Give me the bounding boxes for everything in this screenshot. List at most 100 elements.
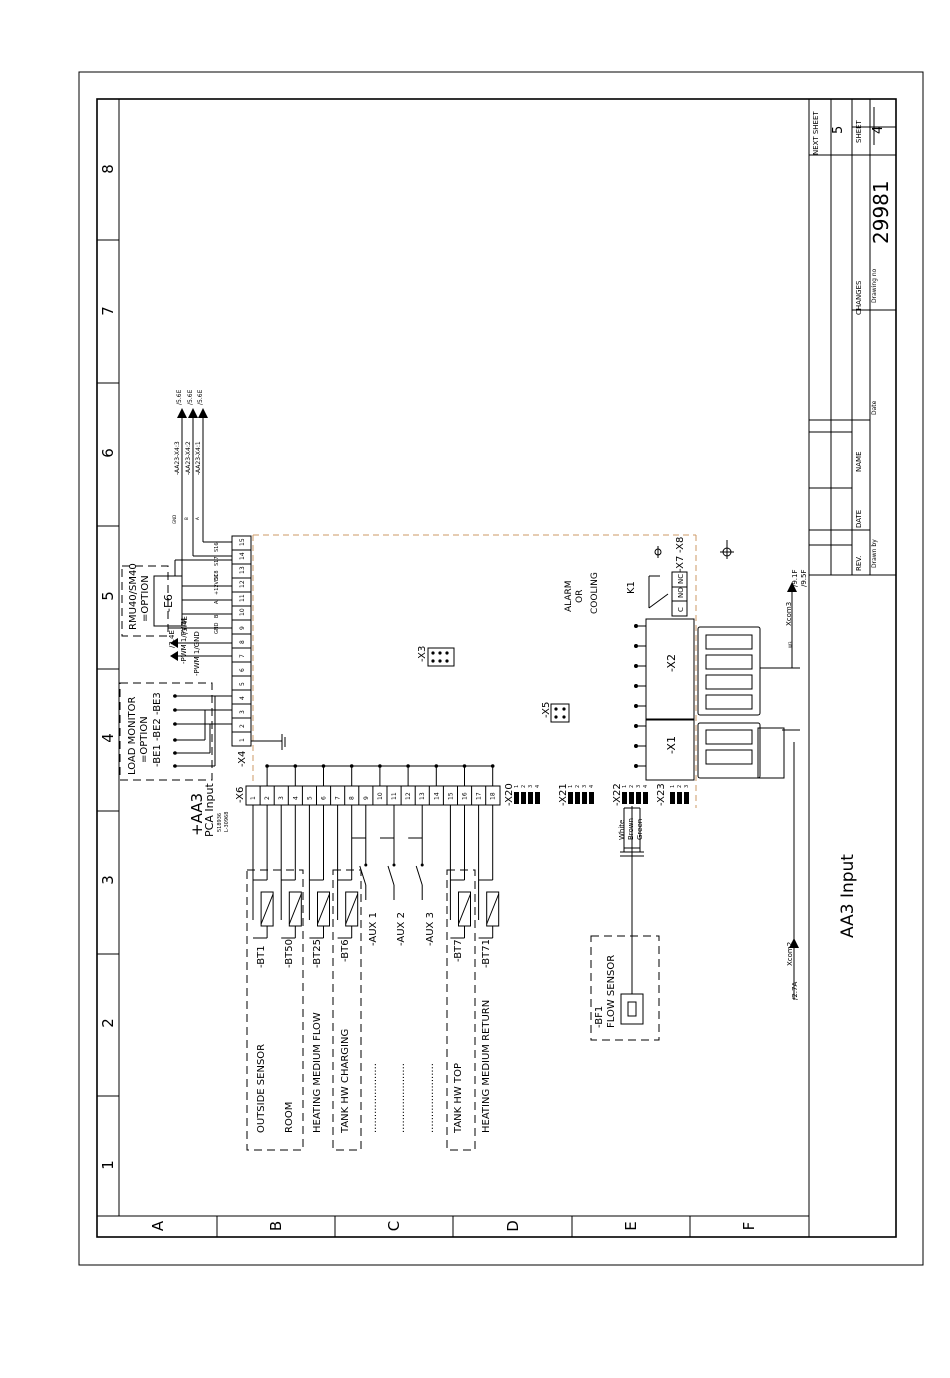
x6-pin-label: 11 <box>391 792 398 800</box>
x6-pin-label: 8 <box>349 796 356 800</box>
col-label: 1 <box>99 1160 117 1170</box>
connector-pin <box>677 792 682 804</box>
ref-2-7a: /2.7A <box>791 982 799 1000</box>
xcom2-label: Xcom2 <box>786 942 794 966</box>
x5-label: -X5 <box>541 702 552 718</box>
load-monitor <box>119 682 232 781</box>
x23-label: -X23 <box>656 783 667 806</box>
x4-pin-label: 14 <box>239 552 246 560</box>
alarm-or-label: OR <box>575 590 585 603</box>
connector-pin-label: 1 <box>514 785 520 788</box>
label-tank-hw-charging: TANK HW CHARGING <box>340 1029 351 1134</box>
flow-sensor <box>590 806 660 1041</box>
cooling-label: COOLING <box>590 572 600 614</box>
row-label: D <box>504 1220 522 1232</box>
col-label: 7 <box>99 306 117 316</box>
connector-pin <box>670 792 675 804</box>
changes-label: CHANGES <box>855 280 863 315</box>
connector-pin <box>684 792 689 804</box>
x6-pin-label: 2 <box>264 796 271 800</box>
connector-pin-label: 2 <box>629 785 635 788</box>
aa23-x4-1: -AA23-X4:1 <box>195 441 202 475</box>
connector-pin-label: 3 <box>582 785 588 788</box>
connector-pin-label: 4 <box>535 785 541 788</box>
board-fine-1: 518936 <box>217 813 223 832</box>
connector-pin-label: 1 <box>670 785 676 788</box>
b-label: B <box>214 614 220 618</box>
x6-pin-label: 6 <box>321 796 328 800</box>
outer-border <box>78 71 924 1266</box>
ref-5-6e: /5.6E <box>176 389 183 405</box>
connector-pin <box>622 792 627 804</box>
load-monitor-option: =OPTION <box>139 716 150 763</box>
junction-dot <box>349 764 354 768</box>
connector-pin-label: 4 <box>589 785 595 788</box>
rev-label: REV. <box>855 556 863 571</box>
pwm1-pwm-label: -PWM 1/PWM <box>180 618 188 664</box>
x4-pin-label: 2 <box>239 724 246 728</box>
resistor-slash <box>317 893 330 925</box>
col-label: 8 <box>99 164 117 174</box>
x6-pin-label: 14 <box>433 792 440 800</box>
resistor-slash <box>288 893 302 925</box>
x4-pin-label: 3 <box>239 710 246 714</box>
name-label: NAME <box>855 452 863 473</box>
aux-switch-dot <box>364 863 368 867</box>
col-label: 5 <box>99 591 117 601</box>
x6-pin-label: 5 <box>306 796 313 800</box>
sheet-label: SHEET <box>855 119 863 143</box>
row-ticks <box>216 1216 691 1237</box>
sensor-bt6: -BT6 <box>340 939 351 962</box>
connector-pin-label: 1 <box>568 785 574 788</box>
x6-pin-label: 18 <box>490 792 497 800</box>
board-name: +AA3 <box>188 793 206 836</box>
connector-pin <box>582 792 587 804</box>
s18-label: S18 <box>214 570 220 580</box>
x22-label: -X22 <box>612 783 623 806</box>
sensor-aux1: -AUX 1 <box>368 912 379 946</box>
x7-label: -X7 <box>675 556 686 572</box>
junction-dot <box>378 764 382 768</box>
ref-5-6e: /5.6E <box>197 389 204 405</box>
arrow-icon <box>170 638 178 648</box>
x20-label: -X20 <box>504 783 515 806</box>
junction-dot <box>490 764 495 768</box>
relay-pin-nc: NC <box>677 574 685 584</box>
rmu-title: RMU40/SM40 <box>128 563 139 630</box>
connector-pin <box>629 792 634 804</box>
v12-label: +12VDC <box>214 573 220 595</box>
x1-connector <box>645 719 695 781</box>
arrow-icon <box>177 408 187 418</box>
bf1-name: -BF1 <box>594 1006 605 1028</box>
ground-icon <box>654 540 734 559</box>
connector-pin-label: 2 <box>677 785 683 788</box>
x8-label: -X8 <box>675 537 686 553</box>
row-label: E <box>622 1221 640 1230</box>
connector-pin <box>575 792 580 804</box>
connector-pin <box>589 792 594 804</box>
junction-dot <box>406 764 410 768</box>
connector-pin <box>535 792 540 804</box>
aa23-x4-2: -AA23-X4:2 <box>185 441 192 475</box>
x6-pin-label: 1 <box>250 796 257 800</box>
arrow-icon <box>188 408 198 418</box>
x4-pin-label: 11 <box>239 594 246 602</box>
sensor-aux3: -AUX 3 <box>425 912 436 946</box>
ref-3-4e: /3.4E <box>168 630 176 648</box>
col-label: 4 <box>99 733 117 743</box>
ref-9-5f: /9.5F <box>800 569 808 587</box>
connector-pin <box>521 792 526 804</box>
s16-label: S16 <box>214 542 220 552</box>
aux-switch <box>387 865 395 886</box>
aux-switch <box>359 865 367 886</box>
x6-pin-label: 3 <box>278 796 285 800</box>
label-dots: ...................... <box>368 1063 379 1133</box>
x4-pin-label: 10 <box>239 608 246 616</box>
row-label: C <box>385 1221 403 1231</box>
sensor-bt71: -BT71 <box>481 939 492 968</box>
x6-pin-label: 10 <box>377 792 384 800</box>
s17-label: S17 <box>214 556 220 566</box>
k1-label: K1 <box>626 581 637 594</box>
